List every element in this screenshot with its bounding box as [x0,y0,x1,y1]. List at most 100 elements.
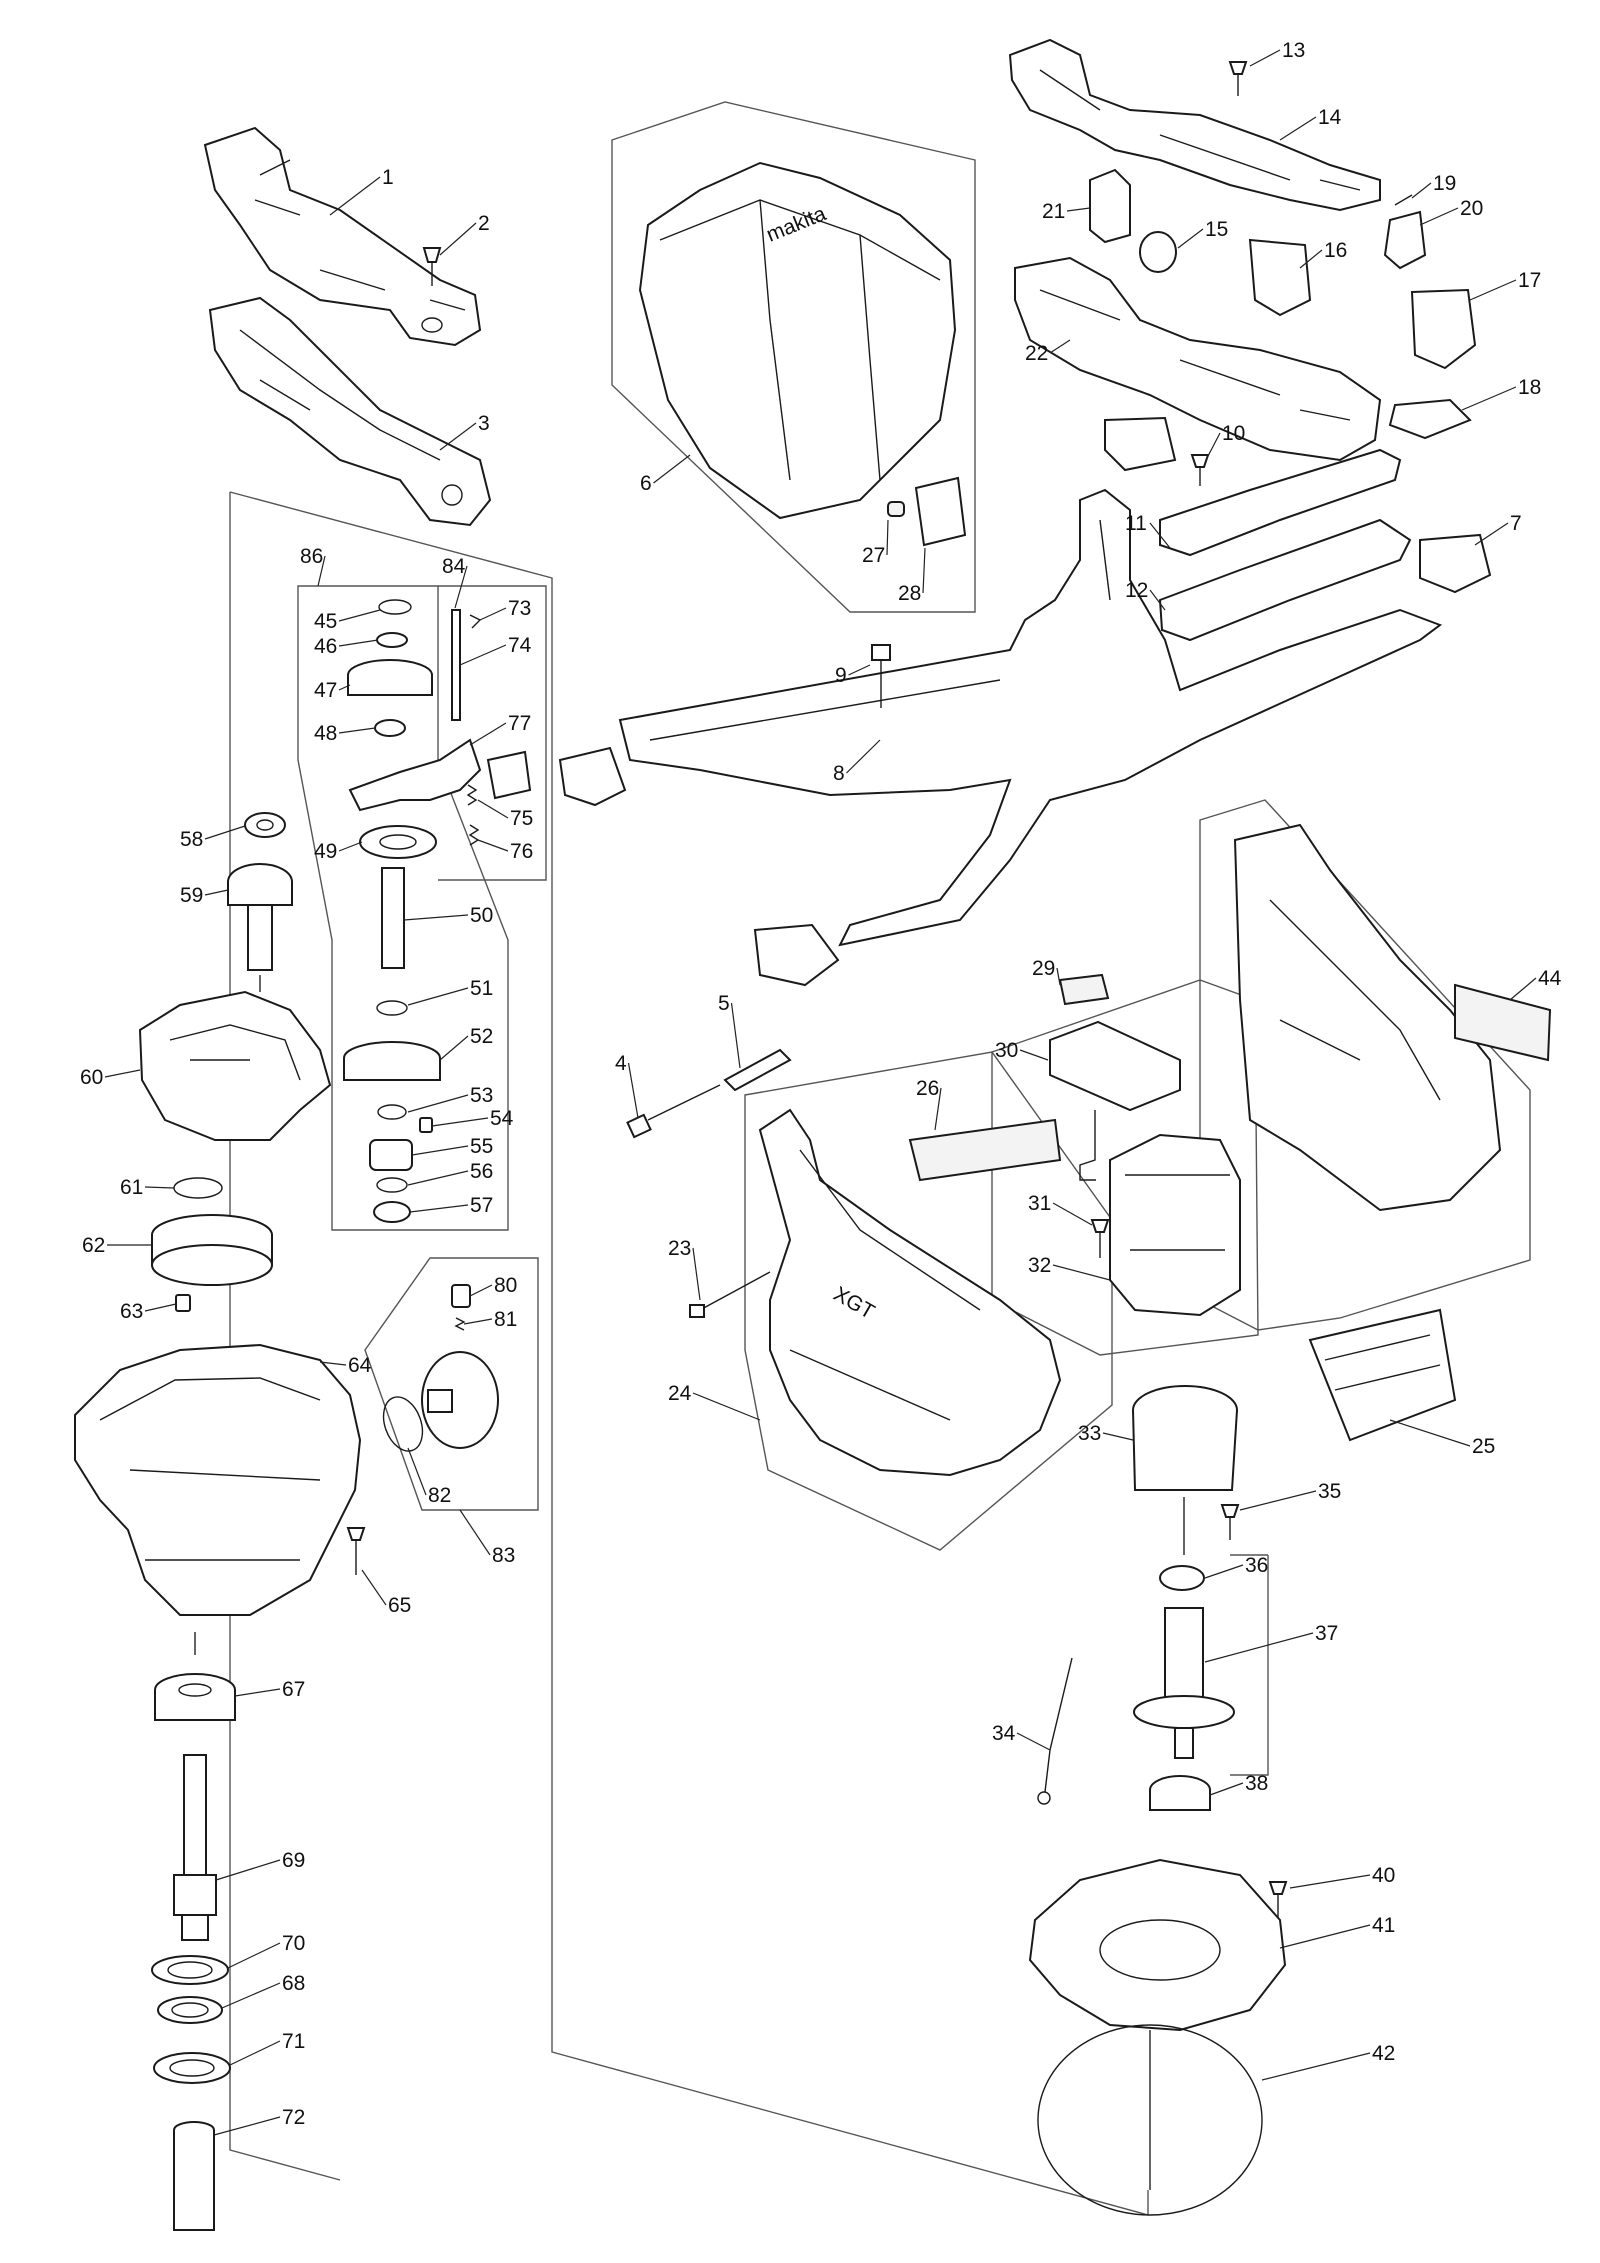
part-label-21: 21 [1042,200,1065,223]
part-bumper-left [558,746,627,807]
part-33-fan [1132,1385,1238,1491]
leader-line-21 [1066,207,1091,212]
part-label-45: 45 [314,610,337,633]
leader-line-28 [922,547,926,594]
part-31-screw [1090,1219,1110,1258]
part-75-spring [466,784,478,806]
part-label-81: 81 [494,1308,517,1331]
part-label-1: 1 [382,166,394,189]
part-label-5: 5 [718,992,730,1015]
leader-line-26 [934,1087,942,1131]
part-label-13: 13 [1282,39,1305,62]
leader-line-27 [886,519,889,556]
part-label-75: 75 [510,807,533,830]
part-label-60: 60 [80,1066,103,1089]
leader-line-11 [1149,522,1171,549]
part-25-board [1308,1308,1457,1442]
part-label-73: 73 [508,597,531,620]
leader-line-34 [1016,1732,1051,1751]
part-67-bearing [154,1673,236,1721]
part-49-bearing [359,825,437,859]
leader-line-42 [1261,2052,1371,2081]
leader-line-58 [204,825,246,840]
leader-line-7 [1474,522,1509,546]
part-label-74: 74 [508,634,532,657]
leader-line-76 [477,839,509,852]
part-15-button [1139,231,1177,273]
part-label-44: 44 [1538,967,1562,990]
part-label-41: 41 [1372,1914,1395,1937]
leader-line-8 [846,739,881,774]
part-cap-upper [1104,416,1177,472]
part-72-sleeve [173,2121,215,2231]
frame-cover-group [611,101,976,613]
frame-lock-sub [364,1257,539,1511]
part-label-70: 70 [282,1932,305,1955]
leader-line-52 [439,1035,469,1061]
part-label-47: 47 [314,679,337,702]
part-81-spring [454,1317,466,1331]
part-56-ring [376,1177,408,1193]
part-10-screw [1190,454,1210,486]
part-label-61: 61 [120,1176,143,1199]
part-bumper-bottom [753,923,840,987]
leader-line-82 [407,1447,427,1496]
part-62-gear [151,1214,273,1286]
leader-line-72 [213,2116,281,2136]
part-20-lock-button [1383,210,1427,270]
part-label-23: 23 [668,1237,691,1260]
leader-line-12 [1149,589,1166,611]
part-label-80: 80 [494,1274,517,1297]
leader-line-71 [229,2040,281,2066]
part-64-gear-housing [74,1343,362,1616]
leader-line-13 [1249,49,1281,67]
part-53-washer [377,1104,407,1120]
leader-line-83 [459,1509,491,1556]
leader-line-1 [329,176,381,216]
part-50-shaft [381,867,405,969]
part-54-key [419,1117,433,1133]
leader-line-4 [627,1062,639,1119]
part-label-86: 86 [300,545,323,568]
part-44-housing [1233,823,1502,1212]
part-22-handle-housing [1014,256,1382,462]
leader-line-55 [411,1145,469,1156]
leader-line-30 [1019,1049,1049,1061]
part-label-71: 71 [282,2030,305,2053]
leader-line-22 [1049,339,1071,354]
part-label-29: 29 [1032,957,1055,980]
part-label-34: 34 [992,1722,1016,1745]
part-73-clip [469,614,482,629]
part-label-22: 22 [1025,342,1048,365]
part-label-46: 46 [314,635,337,658]
part-12-side-grip [1158,518,1412,642]
part-52-gear [343,1041,441,1081]
part-label-18: 18 [1518,376,1541,399]
part-label-69: 69 [282,1849,305,1872]
part-label-11: 11 [1125,512,1147,535]
part-label-50: 50 [470,904,493,927]
frame-base [744,1051,1113,1551]
leader-line-65 [361,1569,387,1606]
leader-line-59 [204,889,229,896]
part-label-54: 54 [490,1107,514,1130]
leader-line-16 [1299,249,1323,269]
part-27-plug [887,501,905,517]
part-51-ring [376,1000,408,1016]
leader-line-6 [653,454,691,484]
part-label-6: 6 [640,472,652,495]
part-lock-body [421,1351,499,1449]
leader-line-23 [692,1247,701,1301]
leader-line-70 [227,1942,281,1969]
leader-line-45 [338,609,381,622]
leader-line-77 [469,722,507,746]
leader-line-33 [1102,1432,1134,1441]
leader-line-48 [338,727,376,734]
part-71-oil-seal [153,2052,231,2084]
part-label-26: 26 [916,1077,939,1100]
leader-line-41 [1279,1924,1371,1949]
part-14-top-handle [1008,38,1381,212]
part-42-o-ring [1037,2024,1263,2216]
leader-line-35 [1239,1490,1317,1511]
part-label-17: 17 [1518,269,1541,292]
